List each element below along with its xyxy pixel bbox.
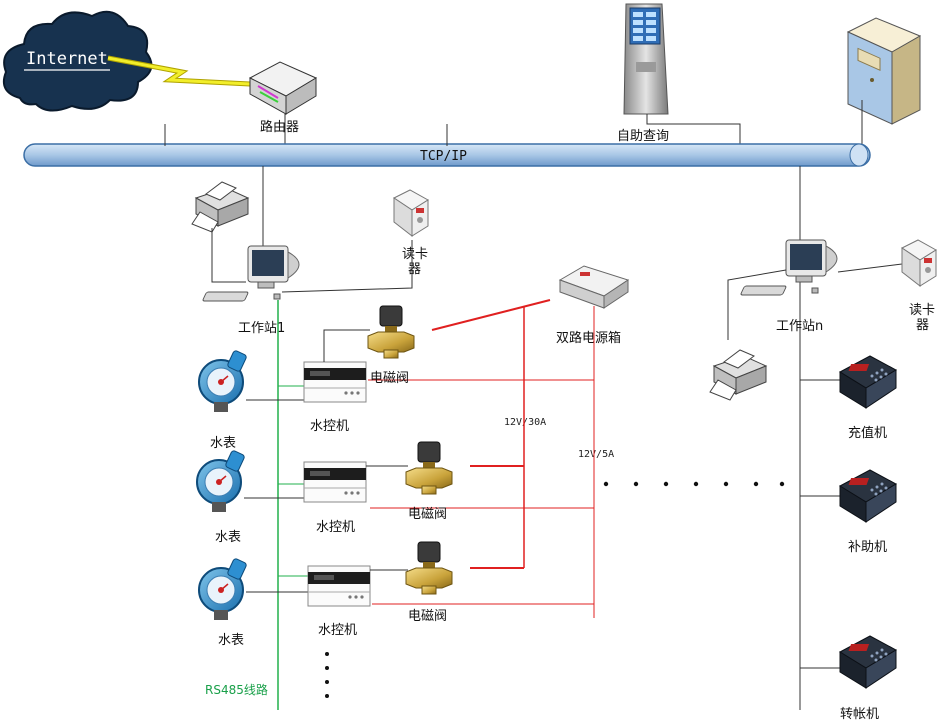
valve-label: 电磁阀	[408, 507, 447, 522]
water-controller-icon	[303, 361, 367, 403]
solenoid-valve-icon	[367, 305, 415, 359]
power-box-icon	[558, 265, 630, 309]
server-icon	[846, 17, 922, 125]
ws1-card-reader-label: 读卡器	[402, 247, 428, 277]
transfer-label: 转帐机	[840, 707, 879, 722]
workstation1-label: 工作站1	[238, 321, 285, 336]
power-lines	[368, 299, 595, 618]
card-reader-icon	[393, 189, 429, 237]
subsidy-label: 补助机	[848, 540, 887, 555]
meter-label: 水表	[218, 633, 244, 648]
controller-label: 水控机	[310, 419, 349, 434]
solenoid-valve-icon	[405, 541, 453, 595]
power-line-a-label: 12V/30A	[504, 417, 546, 428]
horizontal-continuation-dots	[603, 481, 785, 487]
wsn-card-reader-label: 读卡器	[909, 303, 935, 333]
water-controller-icon	[303, 461, 367, 503]
valve-label: 电磁阀	[370, 371, 409, 386]
internet-cloud: Internet	[2, 10, 153, 112]
recharge-label: 充值机	[848, 425, 887, 441]
controller-label: 水控机	[318, 623, 357, 638]
workstation-n-label: 工作站n	[776, 319, 823, 334]
printer-icon	[191, 181, 249, 233]
kiosk-label: 自助查询	[617, 129, 669, 144]
meter-label: 水表	[215, 530, 241, 545]
meter-label: 水表	[210, 436, 236, 451]
power-box-label: 双路电源箱	[556, 330, 621, 346]
water-meter-icon	[196, 448, 247, 513]
printer-icon	[709, 349, 767, 401]
vertical-continuation-dots	[325, 652, 329, 698]
kiosk-icon	[623, 3, 669, 115]
water-meter-icon	[198, 348, 249, 413]
meter-row-2: 水表 水控机 电磁阀	[196, 441, 453, 545]
recharge-terminal-icon	[839, 355, 897, 409]
meter-row-3: 水表 水控机 电磁阀	[198, 541, 453, 648]
card-reader-icon	[901, 239, 937, 287]
meter-row-1: 水表 水控机 电磁阀	[198, 305, 415, 451]
workstation1-pc-icon	[201, 245, 300, 302]
bus-label: TCP/IP	[420, 149, 467, 164]
tcpip-bus: TCP/IP	[23, 143, 871, 167]
power-line-b-label: 12V/5A	[578, 449, 614, 460]
valve-label: 电磁阀	[408, 609, 447, 624]
router-icon	[248, 61, 318, 115]
controller-label: 水控机	[316, 520, 355, 535]
water-controller-icon	[307, 565, 371, 607]
internet-label: Internet	[26, 49, 108, 69]
solenoid-valve-icon	[405, 441, 453, 495]
rs485-label: RS485线路	[205, 682, 268, 697]
workstation-n-pc-icon	[739, 239, 838, 296]
subsidy-terminal-icon	[839, 469, 897, 523]
water-meter-icon	[198, 556, 249, 621]
transfer-terminal-icon	[839, 635, 897, 689]
router-label: 路由器	[260, 119, 299, 135]
